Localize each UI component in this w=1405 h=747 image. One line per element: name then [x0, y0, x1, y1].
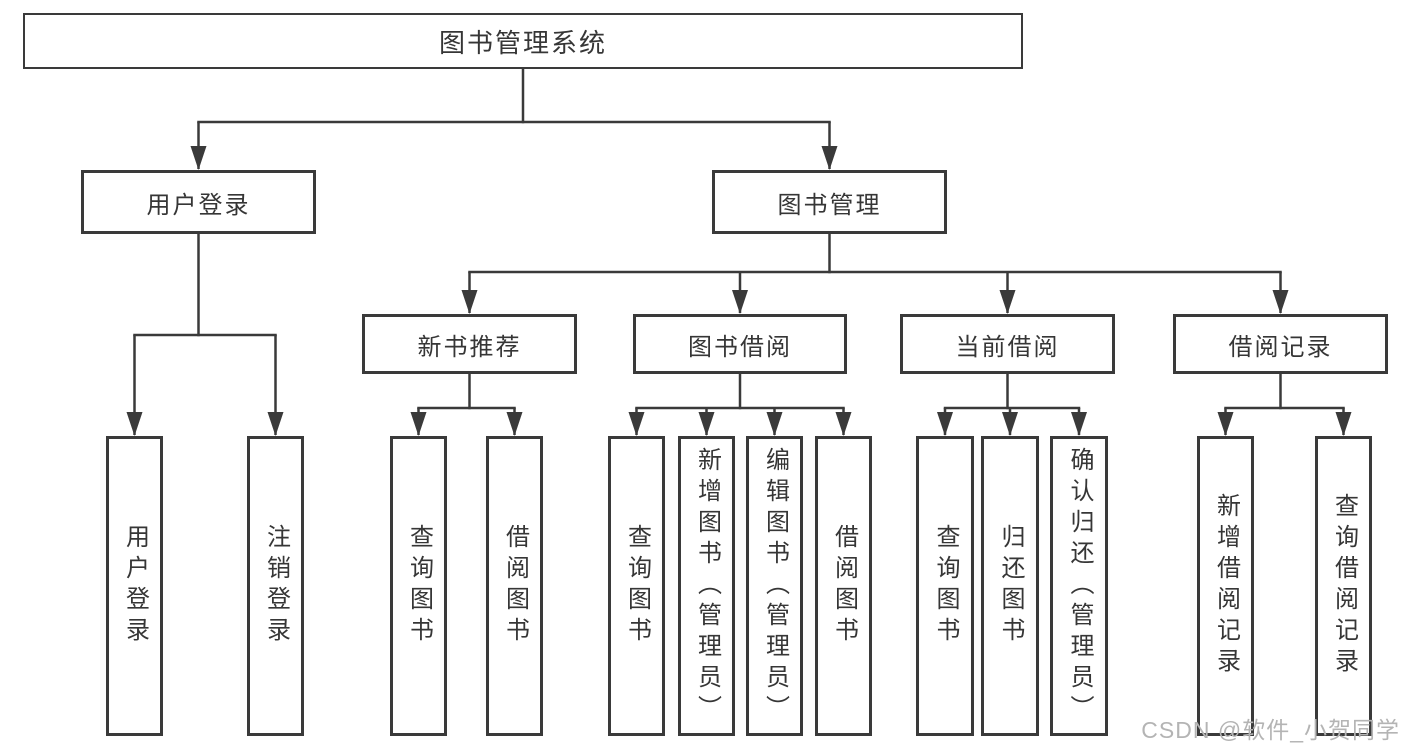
node-new-book-recommendation: 新书推荐: [362, 314, 577, 374]
node-leaf-logout: 注销登录: [247, 436, 304, 736]
node-leaf-query-books-borrowing: 查询图书: [608, 436, 665, 736]
node-book-borrowing: 图书借阅: [633, 314, 847, 374]
node-leaf-query-borrow-record: 查询借阅记录: [1315, 436, 1372, 736]
node-leaf-user-login: 用户登录: [106, 436, 163, 736]
node-leaf-query-books-current: 查询图书: [916, 436, 974, 736]
node-book-management: 图书管理: [712, 170, 947, 234]
node-leaf-borrow-books-recommend: 借阅图书: [486, 436, 543, 736]
node-leaf-edit-books-admin: 编辑图书（管理员）: [746, 436, 803, 736]
node-leaf-add-borrow-record: 新增借阅记录: [1197, 436, 1254, 736]
node-borrowing-records: 借阅记录: [1173, 314, 1388, 374]
node-leaf-query-books-recommend: 查询图书: [390, 436, 447, 736]
node-leaf-add-books-admin: 新增图书（管理员）: [678, 436, 735, 736]
watermark: CSDN @软件_小贺同学: [1141, 717, 1400, 743]
node-leaf-borrow-books-borrowing: 借阅图书: [815, 436, 872, 736]
node-library-management-system: 图书管理系统: [23, 13, 1023, 69]
node-leaf-return-books: 归还图书: [981, 436, 1039, 736]
node-user-login: 用户登录: [81, 170, 316, 234]
node-leaf-confirm-return-admin: 确认归还（管理员）: [1050, 436, 1108, 736]
node-current-borrowing: 当前借阅: [900, 314, 1115, 374]
